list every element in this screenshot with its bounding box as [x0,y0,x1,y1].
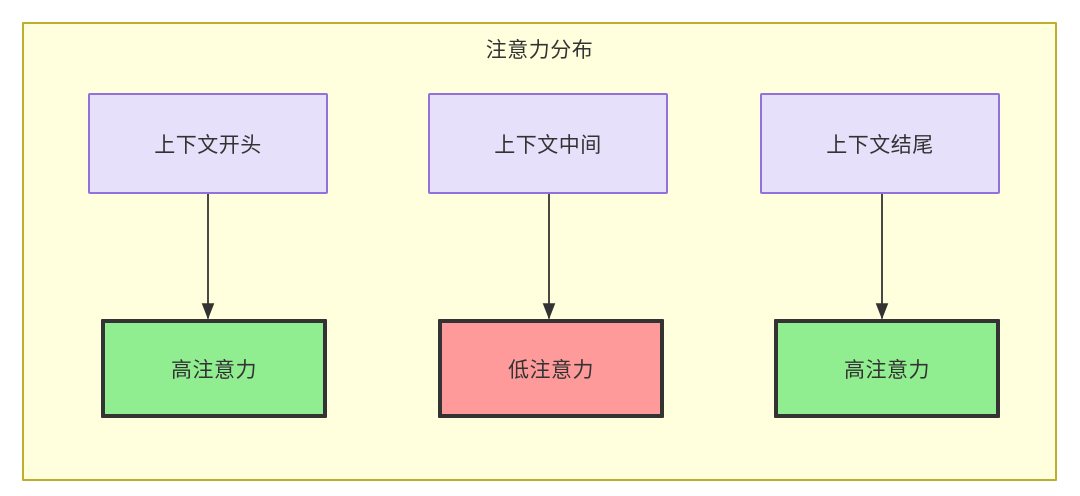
node-context-end[interactable]: 上下文结尾 [760,93,1000,194]
node-context-middle[interactable]: 上下文中间 [428,93,668,194]
node-low-attention-middle[interactable]: 低注意力 [438,319,664,418]
node-high-attention-end[interactable]: 高注意力 [774,319,1000,418]
node-high-attention-start[interactable]: 高注意力 [101,319,327,418]
diagram-title: 注意力分布 [485,39,594,62]
node-context-start[interactable]: 上下文开头 [88,93,328,194]
